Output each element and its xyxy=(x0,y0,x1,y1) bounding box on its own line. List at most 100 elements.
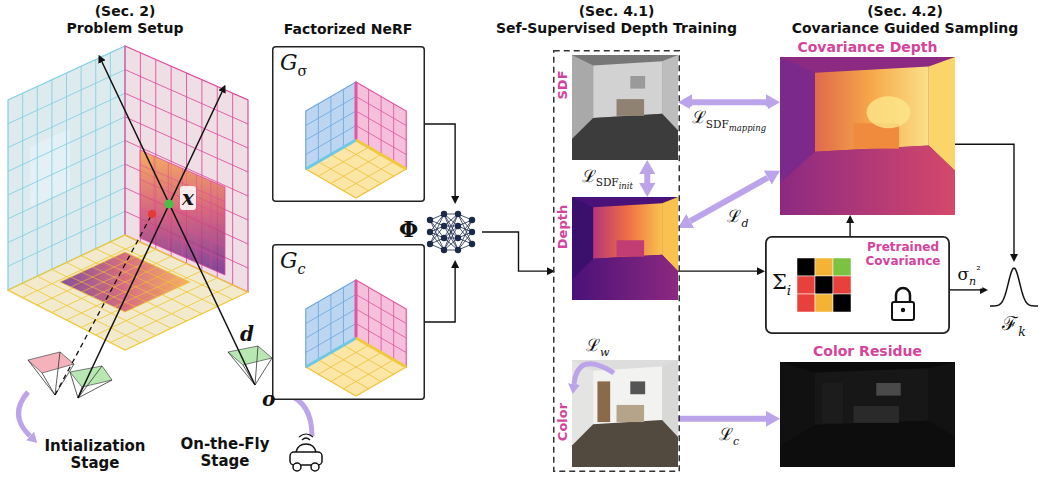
camera-frustum xyxy=(42,373,55,395)
lock-body xyxy=(892,302,914,320)
camera-frustum xyxy=(255,346,258,385)
mlp-network: Φ xyxy=(398,204,482,260)
grid-line xyxy=(81,66,82,255)
box-border xyxy=(766,237,949,333)
section-number: (Sec. 4.2) xyxy=(867,3,943,19)
image-furniture xyxy=(617,405,645,422)
grid-line xyxy=(331,353,381,382)
image-ground xyxy=(572,197,678,300)
matrix-cell xyxy=(815,276,833,294)
image-floor xyxy=(572,255,678,300)
math-subscript: w xyxy=(600,346,609,359)
car-wheel xyxy=(293,463,301,471)
section-number: (Sec. 2) xyxy=(95,3,156,19)
mlp-neuron xyxy=(469,217,475,223)
math-base: G xyxy=(280,50,298,75)
ray-dashed xyxy=(55,214,152,395)
grid-line xyxy=(103,262,168,292)
image-floor xyxy=(572,420,678,467)
color-image: Color xyxy=(555,360,678,467)
grid-line xyxy=(343,345,393,374)
grid-line xyxy=(306,309,356,338)
grid-line xyxy=(343,89,344,147)
grid-line xyxy=(8,164,125,219)
math-subscript: c xyxy=(298,261,306,277)
edge-label: ℒd xyxy=(725,206,750,230)
direction-symbol: d xyxy=(240,322,254,346)
training-group-text: Sef-Supervised Depth Training xyxy=(496,20,737,36)
image-ground xyxy=(572,55,678,160)
math-subscript: c xyxy=(733,435,739,448)
edge-label: ℒc xyxy=(717,424,741,448)
depth-image: Depth xyxy=(555,197,678,300)
flow-arrow xyxy=(955,144,1014,254)
matrix-cell xyxy=(833,276,851,294)
training-group-text: (Sec. 4.1) xyxy=(579,3,655,19)
cube-edge xyxy=(355,280,358,338)
sample-point xyxy=(148,210,156,218)
grid-face xyxy=(306,140,406,198)
image-wall xyxy=(593,61,662,118)
covariance-depth-image: Covariance Depth xyxy=(780,38,955,215)
math-base: σ xyxy=(957,264,969,284)
math-base: o xyxy=(262,387,275,411)
mlp-neuron xyxy=(455,223,461,229)
stage-label: On-the-Fly Stage xyxy=(175,436,275,471)
grid-line xyxy=(8,141,125,196)
mlp-neuron xyxy=(427,217,433,223)
edge-label: ℒSDFinit xyxy=(580,165,635,192)
section-title: Covariance Guided Sampling xyxy=(792,20,1019,36)
mlp-neuron xyxy=(455,247,461,253)
loss-arrow xyxy=(692,99,766,105)
node-art xyxy=(555,360,678,467)
box-border xyxy=(273,47,425,202)
math-base: ℒ xyxy=(582,165,596,185)
grid-line xyxy=(356,309,406,338)
cube-edge xyxy=(306,140,356,169)
node-art xyxy=(780,342,955,467)
math-base: ℒ xyxy=(586,335,600,355)
math-base: ℒ xyxy=(727,206,741,226)
camera-frustum xyxy=(255,358,272,385)
grid-line xyxy=(356,111,406,140)
mlp-neuron xyxy=(455,235,461,241)
grid-line xyxy=(393,302,394,360)
feature-grid xyxy=(60,252,190,312)
section-title: Factorized NeRF xyxy=(284,21,413,37)
math-base: Σ xyxy=(772,270,787,294)
matrix-cell xyxy=(797,276,815,294)
grid-line xyxy=(343,360,393,389)
math-base: ℒ xyxy=(692,107,706,127)
math-base: d xyxy=(240,322,254,346)
covariance-depth-image-text: Covariance Depth xyxy=(797,39,937,55)
matrix-cell xyxy=(833,294,851,312)
color-residue-image: Color Residue xyxy=(780,342,955,467)
image-furniture xyxy=(854,406,900,423)
mlp-network-text: Φ xyxy=(399,216,418,242)
loss-label: ℒw xyxy=(586,335,609,359)
car-wheel xyxy=(311,463,319,471)
mlp-neuron xyxy=(427,229,433,235)
feature-grid-box: Gσ xyxy=(272,46,425,202)
image-frame xyxy=(630,76,645,89)
node-art xyxy=(780,38,955,215)
dashed-border xyxy=(554,51,680,472)
lock-shackle xyxy=(896,288,910,302)
feature-grid-box-text: Gc xyxy=(280,248,306,279)
flow-arrow xyxy=(950,289,980,290)
node-art xyxy=(555,197,678,300)
training-group: (Sec. 4.1)Sef-Supervised Depth TrainingS… xyxy=(553,50,680,472)
grid-line xyxy=(331,155,381,184)
math-subscript: σ xyxy=(298,63,308,79)
matrix-cell xyxy=(815,258,833,276)
node-art xyxy=(555,55,678,160)
loss-arrow xyxy=(678,416,766,422)
cube-edge xyxy=(356,338,406,367)
section-title: Problem Setup xyxy=(67,20,184,36)
edge-label: ℒSDFmapping xyxy=(690,107,768,134)
depth-image-text: Depth xyxy=(556,205,571,249)
depth-highlight xyxy=(867,96,911,128)
feature-plane xyxy=(60,252,190,312)
math-base: ℱ xyxy=(1002,312,1018,334)
